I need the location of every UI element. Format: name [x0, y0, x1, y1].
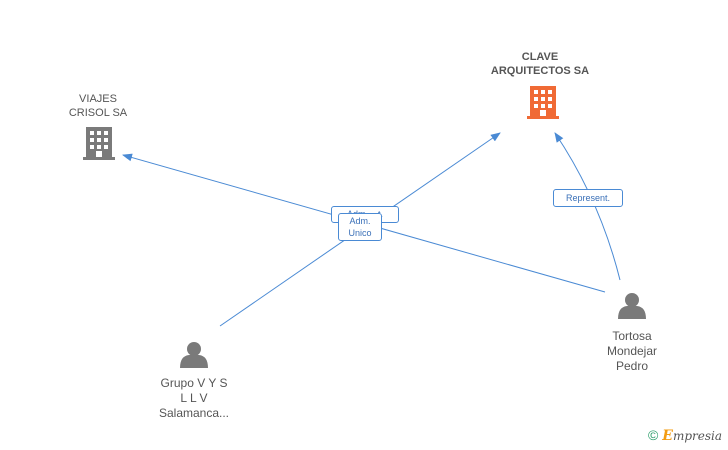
- building-highlight-icon[interactable]: [527, 86, 559, 119]
- node-label-grupo[interactable]: Grupo V Y S L L V Salamanca...: [158, 376, 230, 420]
- brand-name: mpresia: [672, 429, 722, 443]
- node-label-tortosa[interactable]: Tortosa Mondejar Pedro: [606, 329, 658, 373]
- brand-e: E: [662, 428, 673, 444]
- edge-label-represent[interactable]: Represent.: [553, 189, 623, 207]
- node-label-viajes[interactable]: VIAJES CRISOL SA: [68, 93, 128, 119]
- brand-watermark: ©Empresia: [648, 427, 722, 444]
- person-icon[interactable]: [618, 293, 646, 319]
- person-icon[interactable]: [180, 342, 208, 368]
- edge-label-adm-unico[interactable]: Adm. Unico: [338, 213, 382, 241]
- copyright-icon: ©: [647, 427, 659, 443]
- node-label-clave[interactable]: CLAVE ARQUITECTOS SA: [490, 51, 590, 77]
- building-icon[interactable]: [83, 127, 115, 160]
